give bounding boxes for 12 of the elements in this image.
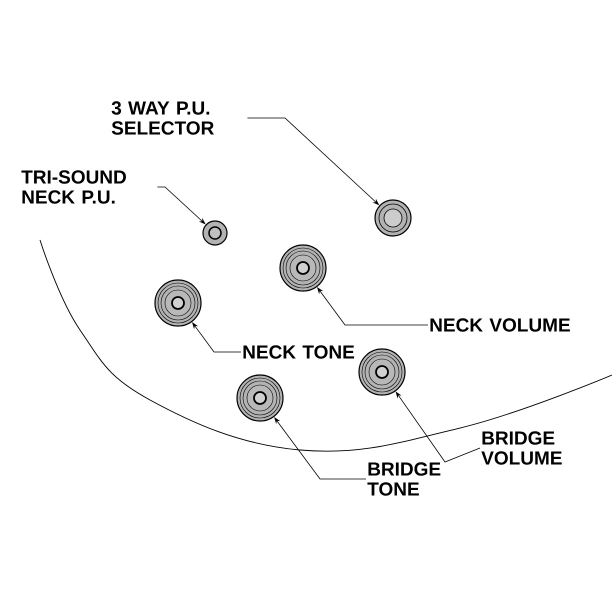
callout-label: NECK VOLUME — [430, 318, 570, 332]
callout-label: TRI-SOUND NECK P.U. — [21, 170, 126, 204]
callout-label: 3 WAY P.U. SELECTOR — [112, 101, 214, 135]
callout-label: BRIDGE TONE — [367, 462, 440, 496]
knob-drawing — [279, 244, 327, 292]
knob-drawing — [374, 199, 412, 237]
knob-drawing — [154, 279, 202, 327]
knob-drawing — [358, 348, 406, 396]
callout-label: NECK TONE — [243, 345, 354, 359]
callout-label: BRIDGE VOLUME — [481, 431, 562, 465]
knob-drawing — [236, 374, 284, 422]
knob-drawing — [202, 220, 228, 246]
